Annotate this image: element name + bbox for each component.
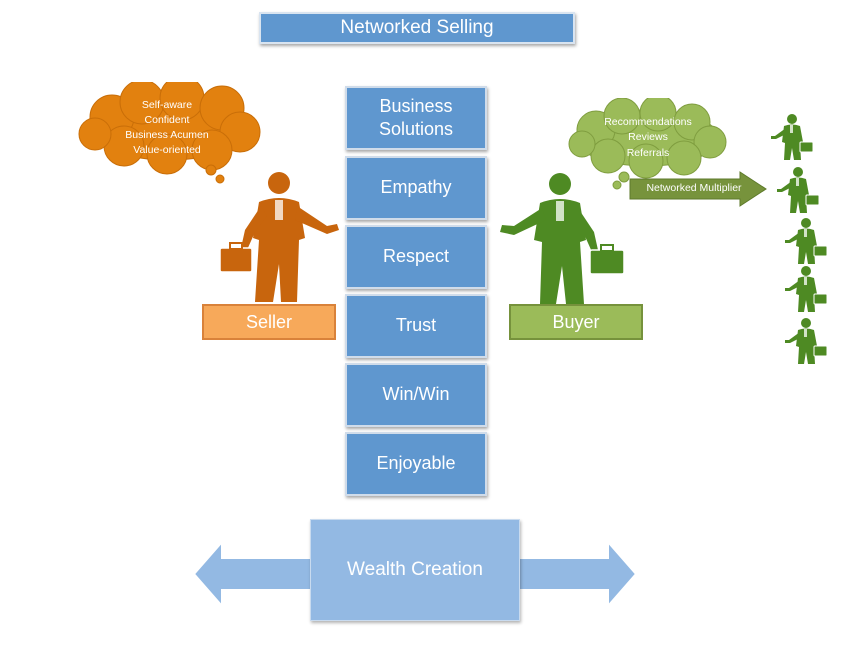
- seller-trait: Confident: [144, 113, 190, 126]
- seller-businessman-icon: [219, 172, 339, 302]
- seller-label: Seller: [202, 304, 336, 340]
- wealth-creation-box: Wealth Creation: [310, 519, 520, 621]
- buyer-label: Buyer: [509, 304, 643, 340]
- stack-item-business-solutions: Business Solutions: [345, 86, 487, 150]
- buyer-businessman-icon: [500, 173, 625, 304]
- diagram-title: Networked Selling: [259, 12, 575, 44]
- networked-multiplier-label: Networked Multiplier: [646, 182, 742, 194]
- buyer-trait: Referrals: [626, 146, 670, 159]
- seller-trait: Value-oriented: [133, 144, 201, 157]
- stack-item-empathy: Empathy: [345, 156, 487, 220]
- seller-trait: Business Acumen: [125, 129, 209, 141]
- stack-item-respect: Respect: [345, 225, 487, 289]
- stack-item-trust: Trust: [345, 294, 487, 358]
- stack-item-win-win: Win/Win: [345, 363, 487, 427]
- seller-thought-cloud-icon: [78, 82, 261, 184]
- seller-trait: Self-aware: [141, 98, 193, 111]
- seller-traits: Self-aware Confident Business Acumen Val…: [92, 96, 242, 160]
- buyer-traits: Recommendations Reviews Referrals: [578, 113, 718, 163]
- networked-multiplier-arrow-icon: [629, 171, 767, 207]
- network-people-icon: [770, 113, 828, 365]
- buyer-trait: Recommendations: [604, 116, 692, 129]
- buyer-thought-cloud-icon: [568, 98, 727, 190]
- stack-item-enjoyable: Enjoyable: [345, 432, 487, 496]
- buyer-trait: Reviews: [628, 131, 668, 144]
